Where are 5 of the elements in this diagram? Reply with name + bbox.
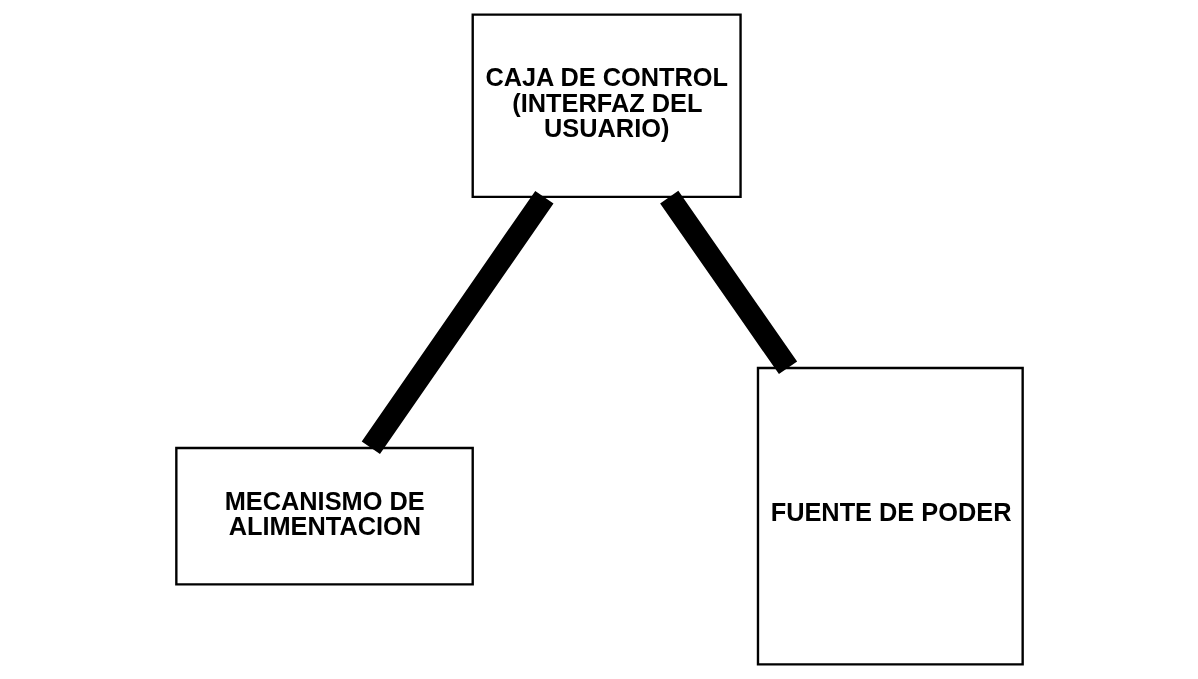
connector [361, 190, 553, 455]
node-box: MECANISMO DE ALIMENTACION [174, 446, 474, 586]
node-box: FUENTE DE PODER [756, 366, 1024, 666]
connector [659, 190, 797, 375]
node-box: CAJA DE CONTROL (INTERFAZ DEL USUARIO) [471, 13, 742, 199]
